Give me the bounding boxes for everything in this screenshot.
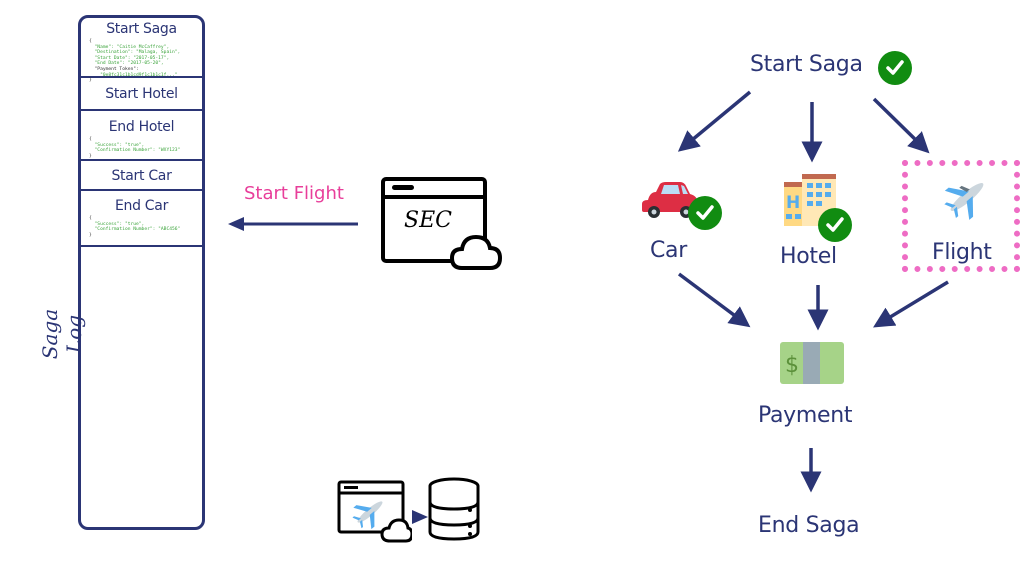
json-line: "End Date": "2017-05-20", (89, 61, 164, 67)
arrow-start-to-car (677, 90, 752, 152)
start-saga-label: Start Saga (750, 52, 863, 77)
json-line: "Start Date": "2017-05-17", (89, 55, 170, 61)
json-line: "0e8fc31c1b1cd9f1c1b1c1f..." (89, 72, 178, 78)
saga-log-panel: Start Saga { "Name": "Caitie McCaffrey",… (78, 15, 205, 530)
json-line: "Name": "Caitie McCaffrey", (89, 44, 170, 50)
sec-browser-cloud-icon (381, 177, 503, 270)
log-entry-start-car: Start Car (81, 161, 202, 191)
json-line: "Success": "true", (89, 142, 145, 148)
log-entry-title: End Car (114, 198, 169, 214)
airplane-app-cloud-icon (337, 480, 412, 543)
arrow-left (228, 217, 358, 231)
json-line: "Payment Token": (89, 66, 139, 72)
database-icon (428, 477, 480, 541)
json-line: } (89, 153, 92, 159)
log-entry-title: Start Car (111, 168, 172, 184)
log-entry-start-saga: Start Saga { "Name": "Caitie McCaffrey",… (81, 18, 202, 83)
log-entry-start-hotel: Start Hotel (81, 78, 202, 111)
json-line: } (89, 78, 92, 84)
check-icon (878, 51, 912, 85)
log-entry-json: { "Success": "true", "Confirmation Numbe… (81, 136, 202, 161)
airplane-icon (944, 182, 984, 220)
arrow-flight-to-payment (873, 280, 949, 328)
sec-label: SEC (404, 208, 452, 233)
hotel-label: Hotel (780, 244, 837, 269)
json-line: } (89, 232, 92, 238)
log-entry-json: { "Name": "Caitie McCaffrey", "Destinati… (81, 38, 202, 86)
svg-text:H: H (786, 193, 800, 213)
payment-label: Payment (758, 403, 853, 428)
log-entry-title: Start Saga (106, 21, 177, 37)
json-line: "Confirmation Number": "ABC456" (89, 227, 181, 233)
log-entry-title: Start Hotel (105, 86, 178, 102)
arrow-start-to-flight (872, 97, 930, 154)
json-line: "Confirmation Number": "WXY123" (89, 148, 181, 154)
json-line: "Success": "true", (89, 221, 145, 227)
start-flight-label: Start Flight (244, 183, 344, 204)
money-icon: $ (780, 342, 844, 384)
flight-label: Flight (932, 240, 992, 265)
flight-highlight-box (902, 160, 1020, 272)
json-line: { (89, 137, 92, 142)
json-line: { (89, 216, 92, 221)
arrow-right-small (412, 510, 428, 524)
car-check-icon (688, 196, 722, 230)
json-line: "Destination": "Malaga, Spain", (89, 50, 181, 56)
log-entry-end-hotel: End Hotel { "Success": "true", "Confirma… (81, 111, 202, 161)
log-entry-end-car: End Car { "Success": "true", "Confirmati… (81, 191, 202, 247)
car-label: Car (650, 238, 687, 263)
json-line: { (89, 39, 92, 44)
car-icon (642, 182, 698, 218)
svg-text:$: $ (785, 353, 799, 378)
log-entry-json: { "Success": "true", "Confirmation Numbe… (81, 215, 202, 240)
log-entry-title: End Hotel (108, 119, 175, 135)
end-saga-label: End Saga (758, 513, 860, 538)
arrow-car-to-payment (677, 272, 751, 328)
hotel-check-icon (818, 208, 852, 242)
